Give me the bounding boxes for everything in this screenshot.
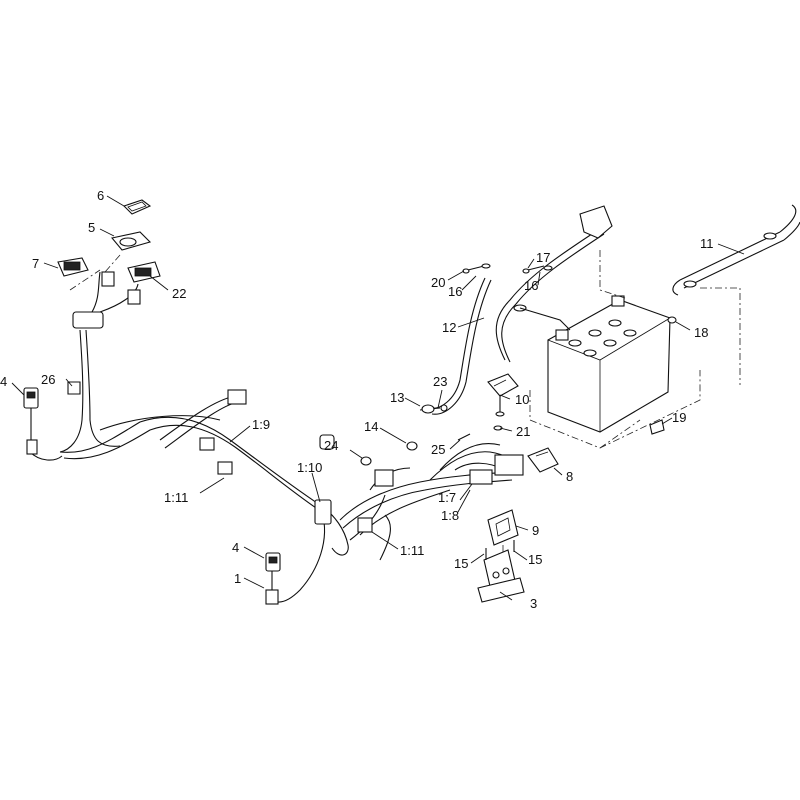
callout-1-7: 1:7 bbox=[438, 490, 456, 505]
callout-15-left: 15 bbox=[454, 556, 468, 571]
callout-1-11-right: 1:11 bbox=[400, 543, 424, 558]
switch-lead-b bbox=[99, 283, 139, 313]
callout-1-11-left: 1:11 bbox=[164, 490, 188, 505]
callout-21: 21 bbox=[516, 424, 530, 439]
callout-9: 9 bbox=[532, 523, 539, 538]
solenoid-cover-9 bbox=[487, 509, 519, 546]
seat-switch-left bbox=[23, 387, 39, 455]
callout-1-10: 1:10 bbox=[297, 460, 322, 475]
switch-bezel bbox=[122, 199, 152, 215]
callout-7: 7 bbox=[32, 256, 39, 271]
callout-26: 26 bbox=[41, 372, 55, 387]
switch-plug-a bbox=[101, 271, 115, 287]
positive-cable bbox=[495, 205, 626, 363]
harness-connectors bbox=[72, 311, 524, 533]
callout-labels: 1 3 4 4 5 6 7 8 9 10 11 12 13 14 15 15 1… bbox=[0, 188, 714, 611]
callout-16-right: 16 bbox=[524, 278, 538, 293]
callout-13: 13 bbox=[390, 390, 404, 405]
callout-8: 8 bbox=[566, 469, 573, 484]
callout-1: 1 bbox=[234, 571, 241, 586]
screw-25 bbox=[457, 433, 471, 441]
callout-23: 23 bbox=[433, 374, 447, 389]
callout-17: 17 bbox=[536, 250, 550, 265]
bolt-20 bbox=[462, 263, 491, 274]
nut-18 bbox=[667, 316, 677, 324]
rocker-switch bbox=[57, 257, 89, 277]
callout-11: 11 bbox=[700, 236, 714, 251]
callout-1-8: 1:8 bbox=[441, 508, 459, 523]
callout-3: 3 bbox=[530, 596, 537, 611]
callout-16-left: 16 bbox=[448, 284, 462, 299]
callout-24: 24 bbox=[324, 438, 338, 453]
switch-plug-b bbox=[127, 289, 141, 305]
relay-8 bbox=[527, 447, 559, 473]
callout-6: 6 bbox=[97, 188, 104, 203]
callout-4-lower: 4 bbox=[232, 540, 239, 555]
callout-25: 25 bbox=[431, 442, 445, 457]
callout-19: 19 bbox=[672, 410, 686, 425]
callout-18: 18 bbox=[694, 325, 708, 340]
callout-14: 14 bbox=[364, 419, 378, 434]
callout-15-right: 15 bbox=[528, 552, 542, 567]
callout-4-left: 4 bbox=[0, 374, 7, 389]
callout-10: 10 bbox=[515, 392, 529, 407]
hour-meter bbox=[127, 261, 161, 283]
terminal-14 bbox=[406, 441, 418, 451]
callout-1-9: 1:9 bbox=[252, 417, 270, 432]
leader-lines bbox=[11, 195, 745, 601]
ignition-switch bbox=[110, 231, 152, 251]
switch-lead-a bbox=[91, 271, 101, 313]
bracket-10 bbox=[487, 373, 519, 431]
starter-solenoid-3 bbox=[477, 549, 525, 603]
callout-22: 22 bbox=[172, 286, 186, 301]
wire-harness bbox=[29, 329, 517, 603]
ground-cable bbox=[419, 404, 448, 414]
nut-24 bbox=[360, 456, 372, 466]
battery-hold-down-rod bbox=[672, 204, 800, 296]
battery bbox=[547, 295, 671, 433]
bolt-17 bbox=[522, 265, 553, 274]
interlock-switch bbox=[265, 552, 281, 605]
callout-12: 12 bbox=[442, 320, 456, 335]
terminal-boot-19 bbox=[649, 419, 665, 435]
callout-20: 20 bbox=[431, 275, 445, 290]
callout-5: 5 bbox=[88, 220, 95, 235]
